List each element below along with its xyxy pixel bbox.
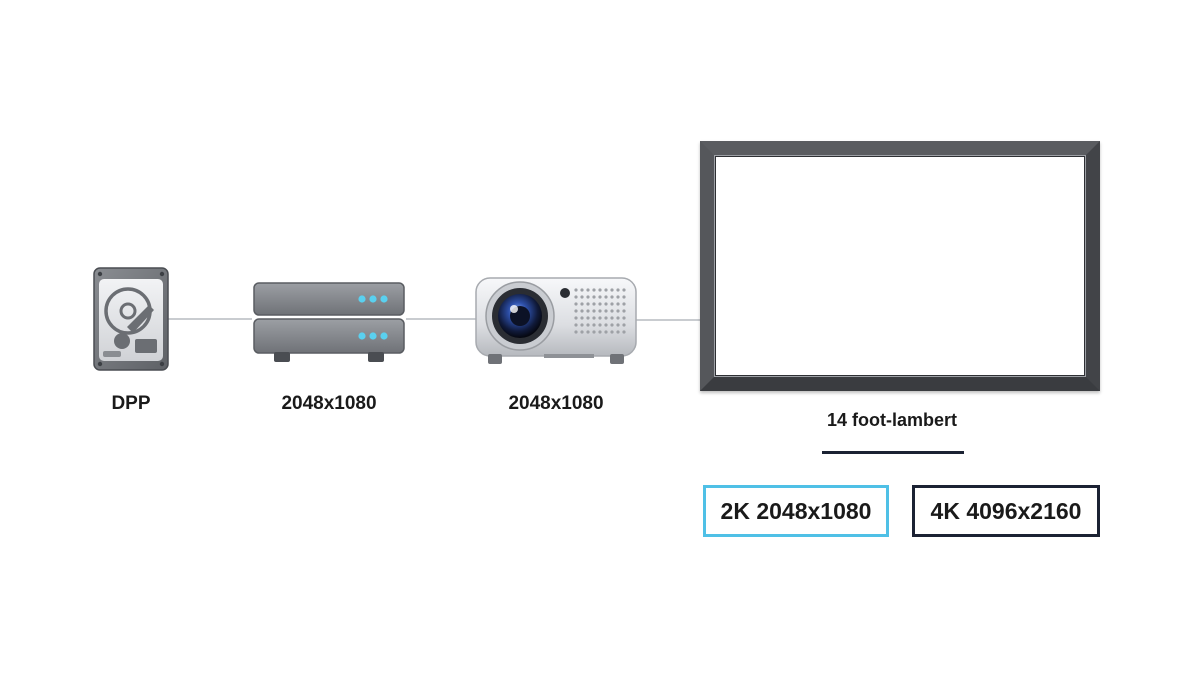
connector-drive-server — [168, 318, 252, 320]
connector-projector-screen — [636, 319, 702, 321]
projector-label: 2048x1080 — [508, 393, 604, 414]
resolution-2k-box: 2K 2048x1080 — [703, 485, 889, 537]
projection-screen-icon — [700, 141, 1100, 391]
projector-icon — [474, 274, 638, 368]
screen-brightness-label: 14 foot-lambert — [826, 410, 958, 430]
connector-server-projector — [406, 318, 476, 320]
resolution-4k-box: 4K 4096x2160 — [912, 485, 1100, 537]
brightness-underline — [822, 451, 964, 454]
server-stack-icon — [252, 282, 406, 364]
drive-label: DPP — [111, 393, 151, 414]
hard-drive-icon — [93, 267, 169, 371]
server-label: 2048x1080 — [281, 393, 377, 414]
screen-surface — [714, 155, 1086, 377]
